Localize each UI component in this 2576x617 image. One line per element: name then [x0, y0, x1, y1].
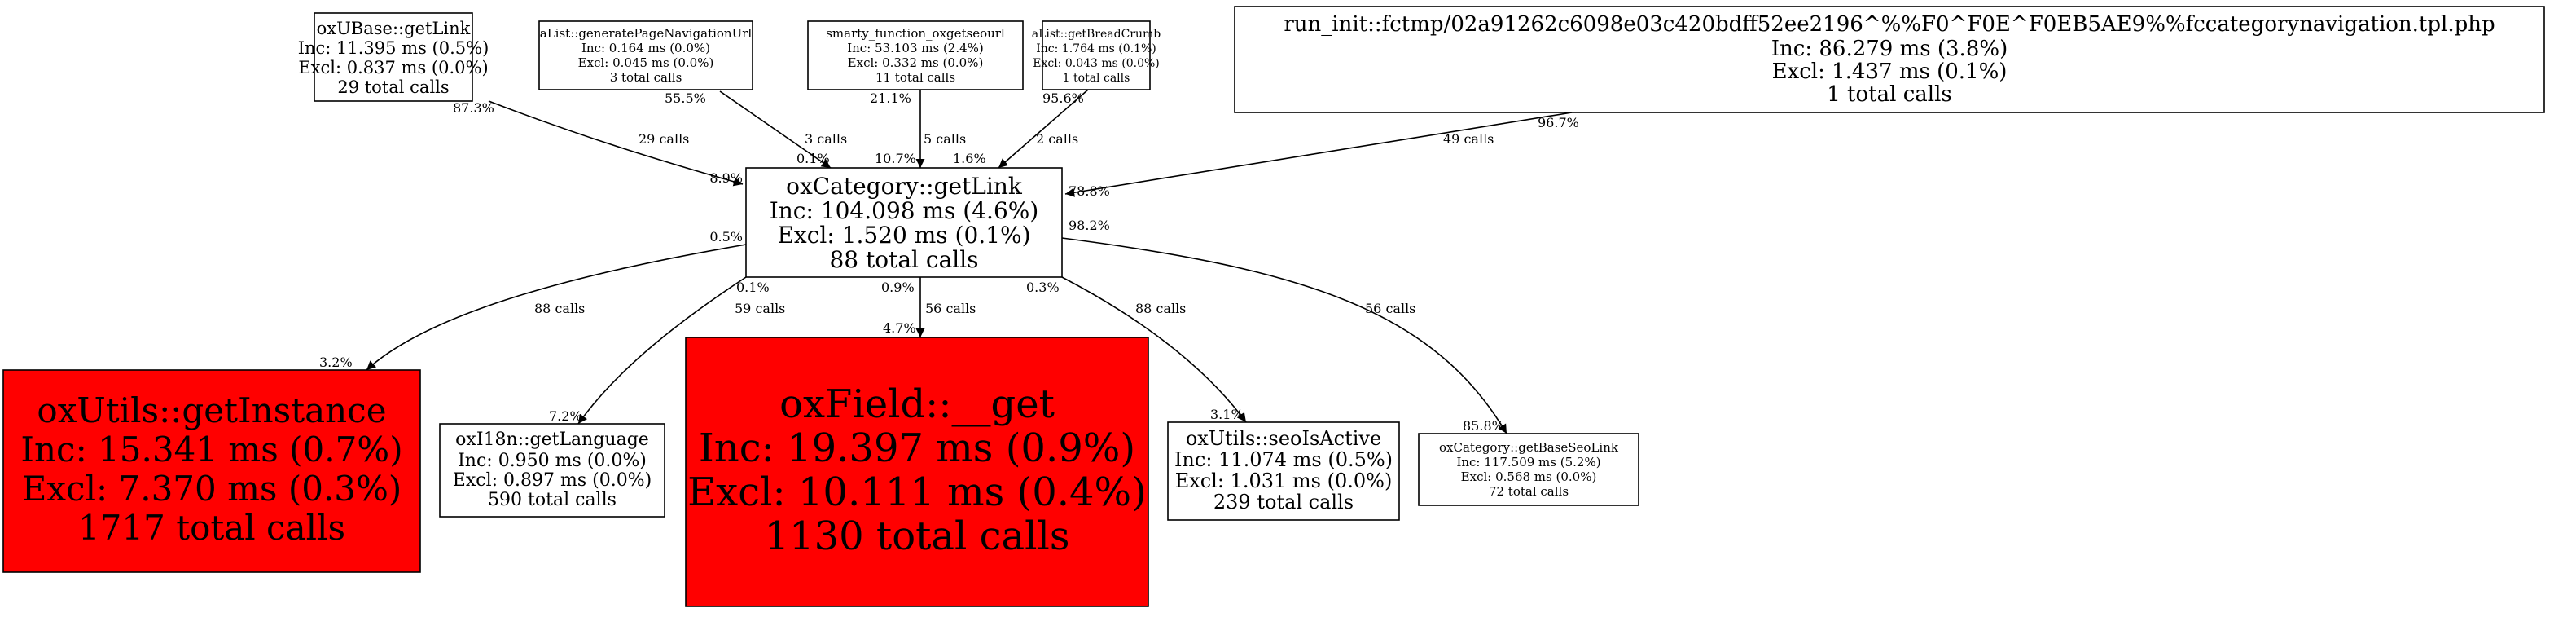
edge-src-pct: 95.6%: [1042, 90, 1084, 106]
edge-src-pct: 55.5%: [665, 90, 706, 106]
node-inc: Inc: 104.098 ms (4.6%): [770, 197, 1039, 224]
edge-getlink-to-baseseolink: [1061, 237, 1507, 434]
node-calls: 3 total calls: [610, 70, 682, 85]
edge-src-pct: 98.2%: [1069, 218, 1110, 233]
edge-src-pct: 21.1%: [870, 90, 911, 106]
edge-src-pct: 87.3%: [453, 100, 494, 116]
node-calls: 88 total calls: [829, 246, 978, 273]
node-calls: 239 total calls: [1213, 491, 1354, 513]
node-category-getlink[interactable]: oxCategory::getLink Inc: 104.098 ms (4.6…: [745, 167, 1063, 278]
node-calls: 11 total calls: [875, 70, 955, 85]
node-excl: Excl: 7.370 ms (0.3%): [22, 469, 402, 509]
node-i18n-getlanguage[interactable]: oxI18n::getLanguage Inc: 0.950 ms (0.0%)…: [439, 423, 665, 518]
node-inc: Inc: 0.950 ms (0.0%): [458, 451, 647, 471]
node-alist-breadcrumb[interactable]: aList::getBreadCrumb Inc: 1.764 ms (0.1%…: [1032, 20, 1161, 90]
node-name: oxUBase::getLink: [317, 19, 471, 38]
node-smarty-seourl[interactable]: smarty_function_oxgetseourl Inc: 53.103 …: [807, 20, 1024, 90]
edges: [366, 89, 1573, 434]
edge-dst-pct: 3.2%: [319, 355, 353, 370]
node-excl: Excl: 1.031 ms (0.0%): [1175, 469, 1393, 492]
node-name: run_init::fctmp/02a91262c6098e03c420bdff…: [1284, 12, 2495, 37]
node-name: oxField::__get: [779, 381, 1055, 427]
edge-dst-pct: 4.7%: [883, 320, 916, 336]
edge-calls-label: 49 calls: [1443, 131, 1494, 147]
node-alist-pagenav[interactable]: aList::generatePageNavigationUrl Inc: 0.…: [538, 20, 753, 90]
node-excl: Excl: 0.332 ms (0.0%): [848, 55, 984, 70]
edge-src-pct: 0.9%: [881, 280, 915, 295]
node-utils-getinstance[interactable]: oxUtils::getInstance Inc: 15.341 ms (0.7…: [2, 369, 421, 573]
node-excl: Excl: 10.111 ms (0.4%): [687, 469, 1147, 515]
edge-calls-label: 59 calls: [735, 301, 785, 316]
node-utils-seoisactive[interactable]: oxUtils::seoIsActive Inc: 11.074 ms (0.5…: [1167, 421, 1400, 521]
edge-getlink-to-seoisactive: [1061, 276, 1247, 423]
edge-getlink-to-getinstance: [366, 244, 747, 371]
edge-dst-pct: 1.6%: [953, 151, 986, 166]
edge-getlink-to-getlanguage: [577, 276, 747, 425]
node-calls: 1717 total calls: [78, 508, 345, 548]
edge-src-pct: 0.1%: [736, 280, 770, 295]
edge-calls-label: 2 calls: [1036, 131, 1078, 147]
node-inc: Inc: 0.164 ms (0.0%): [581, 41, 710, 55]
node-inc: Inc: 86.279 ms (3.8%): [1771, 37, 2008, 61]
edge-dst-pct: 78.8%: [1069, 183, 1110, 199]
node-name: aList::getBreadCrumb: [1032, 28, 1161, 41]
edge-dst-pct: 8.9%: [709, 170, 743, 186]
edge-calls-label: 3 calls: [805, 131, 847, 147]
node-name: oxUtils::getInstance: [37, 390, 386, 430]
node-excl: Excl: 1.520 ms (0.1%): [777, 222, 1030, 249]
edge-src-pct: 0.3%: [1026, 280, 1060, 295]
edge-calls-label: 29 calls: [639, 131, 689, 147]
edge-calls-label: 56 calls: [925, 301, 976, 316]
edge-breadcrumb-to-getlink: [998, 89, 1089, 169]
node-excl: Excl: 0.043 ms (0.0%): [1033, 57, 1160, 70]
edge-src-pct: 96.7%: [1538, 115, 1579, 130]
node-excl: Excl: 0.837 ms (0.0%): [298, 58, 488, 77]
edge-labels: 87.3% 29 calls 8.9% 55.5% 3 calls 0.1% 2…: [319, 90, 1579, 434]
node-inc: Inc: 1.764 ms (0.1%): [1036, 42, 1156, 55]
node-name: oxCategory::getLink: [786, 173, 1023, 200]
node-excl: Excl: 1.437 ms (0.1%): [1772, 59, 2008, 84]
node-calls: 1 total calls: [1827, 82, 1951, 107]
edge-calls-label: 5 calls: [924, 131, 966, 147]
node-inc: Inc: 11.074 ms (0.5%): [1174, 448, 1393, 471]
edge-dst-pct: 0.1%: [796, 151, 830, 166]
node-category-baseseolink[interactable]: oxCategory::getBaseSeoLink Inc: 117.509 …: [1418, 433, 1639, 506]
edge-dst-pct: 85.8%: [1463, 418, 1504, 434]
node-calls: 590 total calls: [488, 490, 617, 510]
node-excl: Excl: 0.568 ms (0.0%): [1461, 469, 1597, 484]
node-calls: 1130 total calls: [765, 513, 1070, 559]
node-inc: Inc: 19.397 ms (0.9%): [699, 425, 1135, 471]
node-inc: Inc: 53.103 ms (2.4%): [847, 41, 984, 55]
node-calls: 29 total calls: [337, 77, 449, 97]
node-name: aList::generatePageNavigationUrl: [540, 26, 753, 41]
node-excl: Excl: 0.897 ms (0.0%): [453, 470, 652, 491]
node-excl: Excl: 0.045 ms (0.0%): [578, 55, 714, 70]
edge-ubase-to-getlink: [488, 100, 744, 187]
node-inc: Inc: 117.509 ms (5.2%): [1456, 455, 1600, 469]
node-inc: Inc: 15.341 ms (0.7%): [20, 430, 402, 469]
node-calls: 72 total calls: [1489, 484, 1569, 499]
node-run-init[interactable]: run_init::fctmp/02a91262c6098e03c420bdff…: [1234, 6, 2545, 113]
node-name: oxCategory::getBaseSeoLink: [1439, 440, 1619, 455]
edge-calls-label: 56 calls: [1365, 301, 1415, 316]
edge-calls-label: 88 calls: [1135, 301, 1186, 316]
node-inc: Inc: 11.395 ms (0.5%): [298, 38, 489, 58]
node-calls: 1 total calls: [1063, 72, 1130, 85]
node-name: smarty_function_oxgetseourl: [826, 26, 1005, 41]
node-name: oxI18n::getLanguage: [455, 430, 649, 450]
edge-calls-label: 88 calls: [534, 301, 585, 316]
edge-pagenav-to-getlink: [719, 90, 832, 169]
edge-dst-pct: 7.2%: [549, 408, 582, 424]
edge-runinit-to-getlink: [1064, 112, 1573, 197]
node-name: oxUtils::seoIsActive: [1186, 427, 1381, 450]
node-ubase-getlink[interactable]: oxUBase::getLink Inc: 11.395 ms (0.5%) E…: [298, 12, 489, 102]
edge-src-pct: 0.5%: [709, 229, 743, 245]
edge-dst-pct: 3.1%: [1210, 407, 1244, 422]
edge-dst-pct: 10.7%: [875, 151, 916, 166]
node-field-get[interactable]: oxField::__get Inc: 19.397 ms (0.9%) Exc…: [685, 337, 1149, 607]
